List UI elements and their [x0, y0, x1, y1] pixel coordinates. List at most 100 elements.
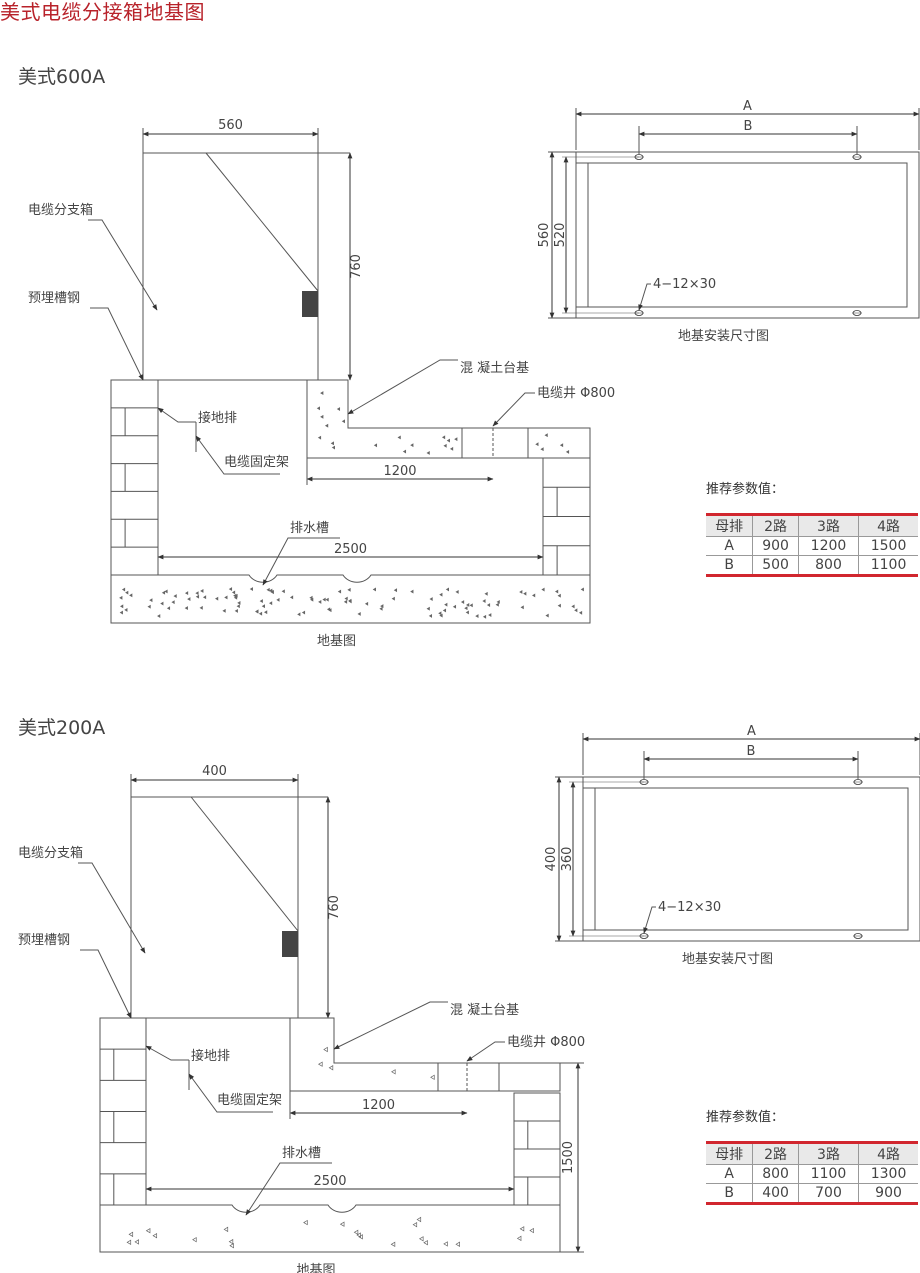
aggregate-speckle: [330, 441, 334, 446]
row-label: A: [724, 538, 734, 554]
aggregate-speckle: [200, 589, 204, 593]
leader-hole-spec: [643, 906, 656, 934]
aggregate-speckle: [410, 589, 414, 594]
aggregate-speckle: [120, 604, 124, 609]
aggregate-speckle: [379, 606, 383, 611]
dim-outer-label: 560: [537, 223, 552, 248]
aggregate-speckle: [428, 613, 433, 618]
aggregate-speckle: [339, 1221, 345, 1227]
aggregate-speckle: [318, 1061, 323, 1067]
aggregate-speckle: [442, 608, 447, 613]
aggregate-speckle: [454, 437, 458, 442]
aggregate-speckle: [281, 589, 285, 594]
aggregate-speckle: [214, 596, 219, 601]
aggregate-speckle: [318, 599, 322, 604]
aggregate-speckle: [393, 588, 398, 593]
aggregate-speckle: [578, 610, 583, 615]
aggregate-speckle: [234, 608, 238, 613]
cell: 500: [752, 555, 799, 576]
row-label: A: [724, 1166, 734, 1182]
aggregate-speckle: [460, 600, 465, 604]
aggregate-speckle: [438, 611, 442, 616]
cell: 800: [797, 555, 859, 576]
aggregate-speckle: [519, 590, 523, 594]
foundation-caption: 地基图: [317, 634, 356, 649]
aggregate-speckle: [152, 1232, 158, 1239]
aggregate-speckle: [192, 1236, 197, 1243]
leader-drain-trough: [262, 537, 340, 586]
table-row: A 800 1100 1300: [706, 1164, 918, 1184]
aggregate-speckle: [328, 1065, 334, 1071]
aggregate-speckle: [426, 451, 430, 455]
header-3way: 3路: [797, 514, 859, 537]
plan-caption: 地基安装尺寸图: [678, 329, 769, 344]
aggregate-speckle: [223, 1226, 229, 1233]
aggregate-speckle: [237, 600, 241, 605]
label-concrete-base: 混 凝土台基: [460, 360, 529, 376]
aggregate-speckle: [147, 604, 151, 609]
aggregate-speckle: [324, 423, 329, 428]
leader-drain-trough: [245, 1162, 332, 1216]
params-table: 母排 2路 3路 4路 A 800 1100 1300 B 400 700 90…: [706, 1141, 918, 1205]
aggregate-speckle: [356, 1232, 361, 1238]
aggregate-speckle: [446, 438, 450, 443]
header-4way: 4路: [858, 514, 918, 537]
plan-caption: 地基安装尺寸图: [682, 952, 773, 967]
dim-A-label: A: [743, 99, 752, 114]
aggregate-speckle: [326, 607, 331, 612]
aggregate-speckle: [187, 597, 191, 602]
aggregate-speckle: [402, 449, 407, 454]
aggregate-speckle: [469, 603, 473, 608]
aggregate-speckle: [276, 597, 280, 602]
header-busbar: 母排: [706, 1142, 753, 1165]
page-title: 美式电缆分接箱地基图: [0, 0, 205, 24]
terminal-block: [302, 291, 318, 317]
aggregate-speckle: [416, 1216, 422, 1223]
recommended-params-200a: 推荐参数值： 母排 2路 3路 4路 A 800 1100 1300 B 400…: [706, 1106, 920, 1205]
aggregate-speckle: [391, 596, 395, 601]
hole-spec-label: 4−12×30: [653, 277, 716, 292]
aggregate-speckle: [134, 1239, 139, 1245]
label-cable-bracket: 电缆固定架: [224, 454, 289, 470]
aggregate-speckle: [540, 447, 544, 452]
leader-concrete-base: [347, 359, 458, 415]
aggregate-speckle: [309, 595, 313, 600]
aggregate-speckle: [195, 594, 200, 599]
aggregate-speckle: [466, 603, 470, 607]
aggregate-speckle: [341, 419, 345, 424]
aggregate-speckle: [310, 597, 314, 602]
header-4way: 4路: [858, 1142, 918, 1165]
aggregate-speckle: [574, 608, 578, 613]
aggregate-speckle: [397, 435, 401, 440]
aggregate-speckle: [348, 599, 352, 604]
table-row: B 400 700 900: [706, 1183, 918, 1204]
header-2way: 2路: [752, 514, 799, 537]
section-title-600a: 美式600A: [18, 66, 106, 88]
aggregate-speckle: [149, 598, 153, 603]
dim-1200-label: 1200: [362, 1098, 395, 1113]
leader-cable-bracket: [195, 435, 280, 475]
aggregate-speckle: [580, 587, 584, 592]
aggregate-speckle: [482, 599, 486, 603]
aggregate-speckle: [184, 606, 188, 611]
aggregate-speckle: [224, 595, 228, 600]
leader-cable-bracket: [188, 1073, 273, 1113]
aggregate-speckle: [184, 591, 189, 596]
aggregate-speckle: [441, 435, 446, 440]
plan-outer-frame: [575, 151, 920, 319]
box-door-line: [190, 796, 299, 932]
dim-1200-label: 1200: [383, 464, 416, 479]
table-row: B 500 800 1100: [706, 555, 918, 576]
aggregate-speckle: [126, 1239, 132, 1246]
aggregate-speckle: [554, 589, 559, 594]
aggregate-speckle: [231, 590, 236, 595]
aggregate-speckle: [520, 605, 524, 610]
params-title: 推荐参数值：: [706, 1110, 785, 1125]
leader-hole-spec: [638, 283, 651, 311]
aggregate-speckle: [516, 1235, 522, 1242]
aggregate-speckle: [249, 587, 253, 591]
dim-2500-label: 2500: [334, 542, 367, 557]
aggregate-speckle: [297, 612, 301, 617]
dim-inner-label: 360: [560, 847, 575, 872]
